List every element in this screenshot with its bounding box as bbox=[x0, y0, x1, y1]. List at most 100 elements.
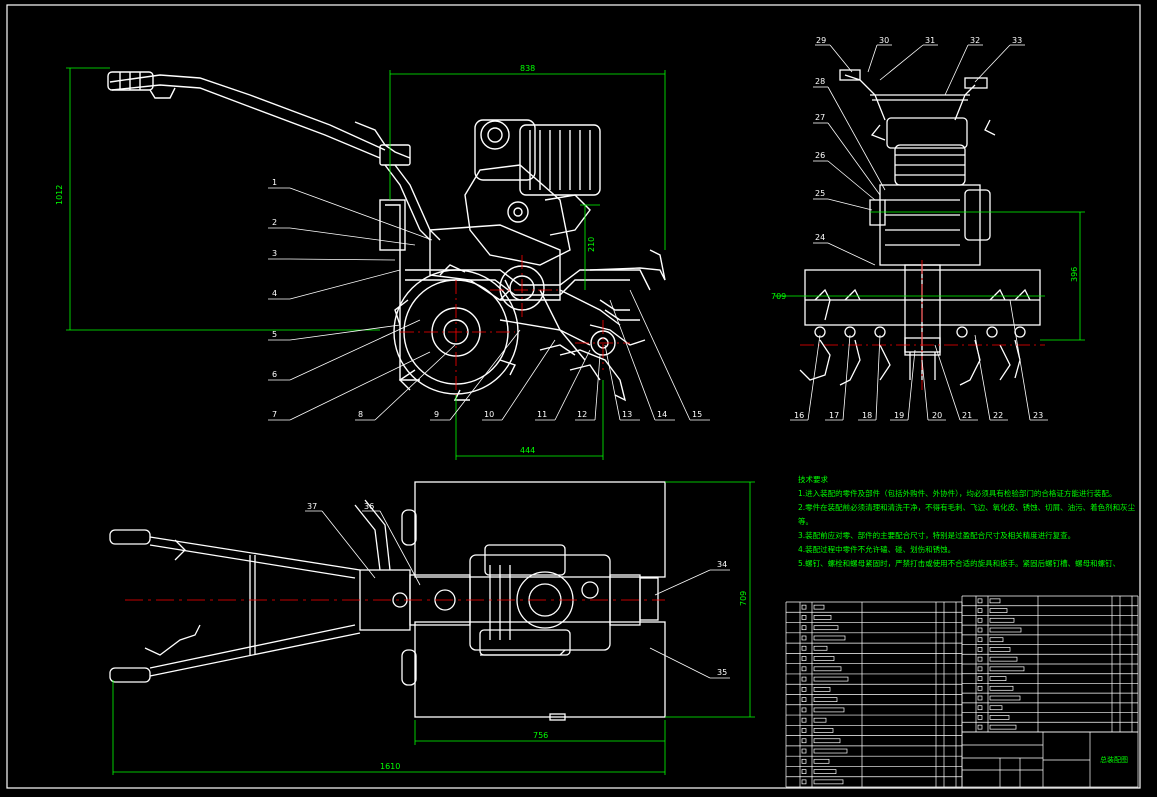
part-number-14: 14 bbox=[657, 410, 667, 419]
table-cell-fill bbox=[801, 625, 807, 631]
part-number-29: 29 bbox=[816, 36, 826, 45]
part-number-4: 4 bbox=[272, 289, 277, 298]
table-cell-fill bbox=[989, 647, 1011, 652]
part-number-19: 19 bbox=[894, 411, 904, 420]
notes-line-1: 1.进入装配的零件及部件（包括外购件、外协件），均必须具有检验部门的合格证方能进… bbox=[798, 488, 1116, 498]
table-cell-fill bbox=[801, 779, 807, 785]
table-cell-fill bbox=[813, 758, 830, 764]
table-cell-fill bbox=[801, 728, 807, 733]
table-cell-fill bbox=[801, 707, 807, 713]
title-block bbox=[961, 731, 1139, 788]
table-cell-fill bbox=[813, 635, 846, 641]
part-number-7: 7 bbox=[272, 410, 277, 419]
table-cell-fill bbox=[977, 676, 983, 681]
part-number-1: 1 bbox=[272, 178, 277, 187]
table-cell-fill bbox=[989, 617, 1015, 623]
table-cell-fill bbox=[977, 715, 983, 720]
notes-title: 技术要求 bbox=[798, 474, 828, 484]
table-cell-fill bbox=[813, 687, 831, 692]
part-number-27: 27 bbox=[815, 113, 825, 122]
table-cell-fill bbox=[813, 717, 827, 723]
table-cell-fill bbox=[801, 615, 807, 620]
notes-line-3: 等。 bbox=[798, 516, 813, 526]
table-cell-fill bbox=[813, 604, 825, 610]
part-number-34: 34 bbox=[717, 560, 727, 569]
table-cell-fill bbox=[813, 645, 828, 651]
part-number-10: 10 bbox=[484, 410, 494, 419]
dim-height-1012: 1012 bbox=[55, 185, 64, 205]
table-cell-fill bbox=[989, 656, 1018, 662]
side-view bbox=[107, 71, 666, 402]
top-view bbox=[109, 481, 666, 721]
part-number-18: 18 bbox=[862, 411, 872, 420]
front-view-leaders bbox=[790, 44, 1048, 421]
table-cell-fill bbox=[977, 598, 983, 604]
table-cell-fill bbox=[801, 748, 807, 754]
table-cell-fill bbox=[801, 769, 807, 774]
table-cell-fill bbox=[813, 779, 844, 785]
part-number-21: 21 bbox=[962, 411, 972, 420]
part-number-22: 22 bbox=[993, 411, 1003, 420]
part-number-16: 16 bbox=[794, 411, 804, 420]
table-cell-fill bbox=[801, 604, 807, 610]
top-view-part-numbers: 37 36 34 35 bbox=[307, 502, 727, 677]
front-view-dimensions bbox=[775, 211, 1085, 341]
part-number-30: 30 bbox=[879, 36, 889, 45]
part-number-28: 28 bbox=[815, 77, 825, 86]
table-cell-fill bbox=[813, 656, 835, 661]
side-view-dimensions bbox=[66, 67, 666, 460]
part-number-26: 26 bbox=[815, 151, 825, 160]
table-cell-fill bbox=[801, 666, 807, 672]
dim-top-width-709: 709 bbox=[739, 591, 748, 606]
technical-notes: 技术要求 1.进入装配的零件及部件（包括外购件、外协件），均必须具有检验部门的合… bbox=[798, 474, 1136, 568]
table-cell-fill bbox=[989, 715, 1010, 720]
table-cell-fill bbox=[801, 717, 807, 723]
table-cell-fill bbox=[977, 637, 983, 643]
part-number-8: 8 bbox=[358, 410, 363, 419]
table-cell-fill bbox=[813, 625, 839, 631]
part-number-35: 35 bbox=[717, 668, 727, 677]
table-cell-fill bbox=[989, 627, 1022, 633]
table-cell-fill bbox=[813, 738, 841, 744]
part-number-36: 36 bbox=[364, 502, 374, 511]
table-cell-fill bbox=[977, 705, 983, 711]
part-number-9: 9 bbox=[434, 410, 439, 419]
table-cell-fill bbox=[989, 598, 1001, 604]
side-view-centerlines bbox=[400, 255, 630, 400]
part-number-17: 17 bbox=[829, 411, 839, 420]
part-number-24: 24 bbox=[815, 233, 825, 242]
front-view-centerlines bbox=[800, 260, 1045, 390]
dim-offset-210: 210 bbox=[587, 237, 596, 252]
notes-line-6: 5.螺钉、螺栓和螺母紧固时，严禁打击或使用不合适的旋具和扳手。紧固后螺钉槽、螺母… bbox=[798, 558, 1120, 568]
table-cell-fill bbox=[989, 695, 1021, 701]
part-number-3: 3 bbox=[272, 249, 277, 258]
notes-line-4: 3.装配前应对零、部件的主要配合尺寸，特别是过盈配合尺寸及相关精度进行复查。 bbox=[798, 530, 1075, 540]
part-number-31: 31 bbox=[925, 36, 935, 45]
table-cell-fill bbox=[801, 758, 807, 764]
part-number-33: 33 bbox=[1012, 36, 1022, 45]
top-view-leaders bbox=[305, 510, 730, 679]
table-cell-fill bbox=[801, 645, 807, 651]
part-number-2: 2 bbox=[272, 218, 277, 227]
table-cell-fill bbox=[977, 724, 983, 730]
table-cell-fill bbox=[977, 695, 983, 701]
dim-bottom-444: 444 bbox=[520, 446, 535, 455]
table-cell-fill bbox=[977, 608, 983, 613]
part-number-6: 6 bbox=[272, 370, 277, 379]
part-number-5: 5 bbox=[272, 330, 277, 339]
table-cell-fill bbox=[801, 697, 807, 702]
table-cell-fill bbox=[989, 676, 1007, 681]
part-number-12: 12 bbox=[577, 410, 587, 419]
table-cell-fill bbox=[813, 697, 838, 702]
part-number-25: 25 bbox=[815, 189, 825, 198]
front-view-part-numbers: 29 30 31 32 33 28 27 26 25 24 16 17 18 1… bbox=[794, 36, 1043, 420]
table-cell-fill bbox=[977, 647, 983, 652]
part-number-13: 13 bbox=[622, 410, 632, 419]
table-cell-fill bbox=[977, 685, 983, 691]
front-view bbox=[799, 69, 1041, 386]
table-cell-fill bbox=[813, 748, 848, 754]
notes-line-5: 4.装配过程中零件不允许磕、碰、划伤和锈蚀。 bbox=[798, 544, 955, 554]
table-cell-fill bbox=[801, 656, 807, 661]
dim-front-height-396: 396 bbox=[1070, 267, 1079, 282]
